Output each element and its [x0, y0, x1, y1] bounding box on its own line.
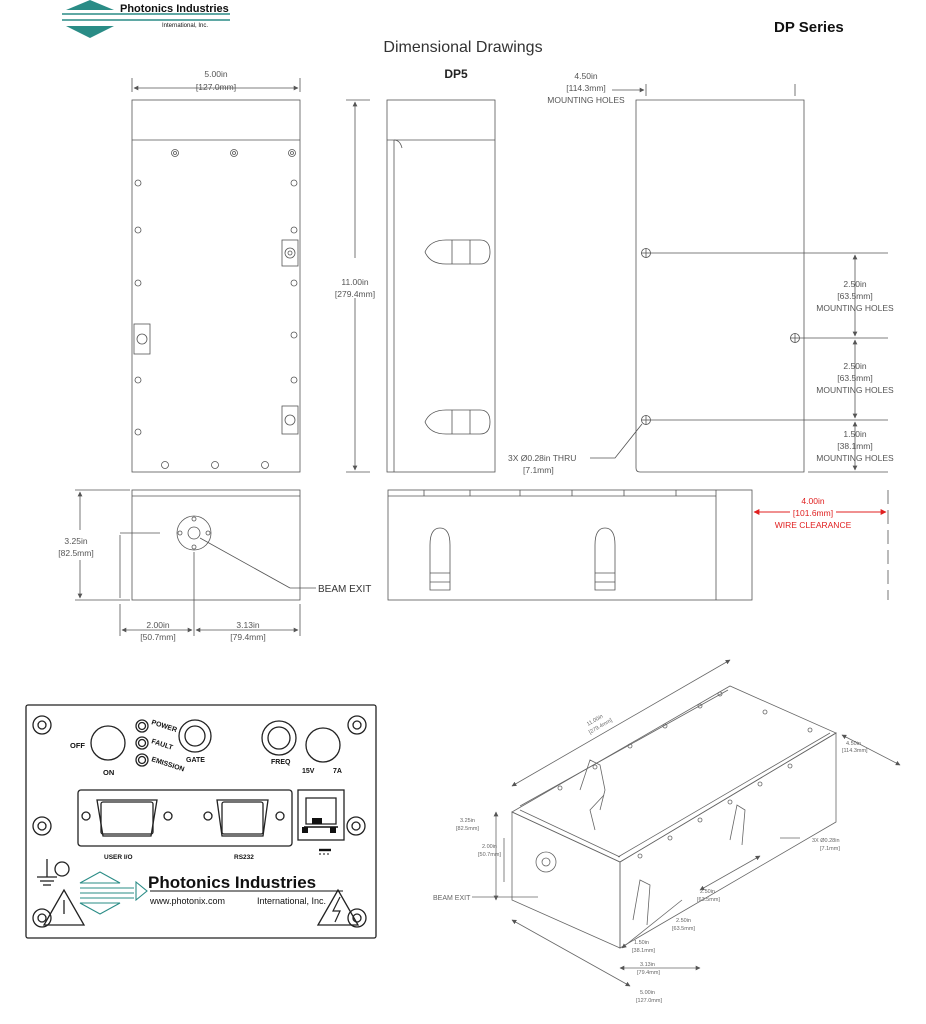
key-switch	[90, 725, 126, 761]
bottom-side-view	[387, 489, 753, 601]
panel-intl: International, Inc.	[257, 896, 326, 906]
iso-d2-mm: [63.5mm]	[672, 926, 695, 932]
wire-label: WIRE CLEARANCE	[775, 520, 852, 530]
panel-brand: Photonics Industries	[148, 873, 316, 892]
mount-width-in: 4.50in	[574, 71, 597, 81]
iso-d4-mm: [79.4mm]	[637, 970, 660, 976]
iso-d1-in: 2.50in	[700, 889, 715, 895]
iso-d4-in: 3.13in	[640, 962, 655, 968]
iso-hole-mm: [7.1mm]	[820, 846, 840, 852]
model-label: DP5	[444, 67, 468, 81]
iso-d3-mm: [38.1mm]	[632, 948, 655, 954]
logo-bottom-triangle	[66, 26, 114, 38]
front-height-in: 11.00in	[341, 277, 369, 287]
end-x1-in: 2.00in	[146, 620, 169, 630]
mount-d3-mm: [38.1mm]	[837, 441, 872, 451]
isometric-view	[472, 659, 901, 987]
panel-fuse-amp: 7A	[333, 768, 342, 775]
control-panel	[25, 704, 377, 939]
panel-emission-label: EMISSION	[150, 756, 185, 773]
front-height-mm: [279.4mm]	[335, 289, 375, 299]
mount-d2-mm: [63.5mm]	[837, 373, 872, 383]
panel-logo	[79, 871, 343, 915]
panel-power-label: POWER	[150, 719, 177, 734]
logo-top-triangle	[66, 0, 114, 10]
iso-beam-exit-port	[535, 851, 557, 873]
page-title: Dimensional Drawings	[383, 39, 543, 56]
end-height-mm: [82.5mm]	[58, 548, 93, 558]
panel-gate-label: GATE	[186, 757, 205, 764]
beam-exit-label: BEAM EXIT	[318, 584, 371, 595]
panel-rs232-label: RS232	[234, 854, 254, 861]
iso-d2-in: 2.50in	[676, 918, 691, 924]
mounting-holes	[641, 248, 800, 425]
front-view	[131, 99, 301, 473]
iso-d3-in: 1.50in	[634, 940, 649, 946]
end-x2-in: 3.13in	[236, 620, 259, 630]
logo-name: Photonics Industries	[120, 3, 229, 15]
iso-x1-in: 2.00in	[482, 844, 497, 850]
iso-height-in: 3.25in	[460, 818, 475, 824]
panel-freq-label: FREQ	[271, 759, 291, 766]
wire-in: 4.00in	[801, 496, 824, 506]
iso-beam-exit-label: BEAM EXIT	[433, 895, 471, 902]
company-logo: Photonics Industries International, Inc.	[62, 0, 230, 38]
iso-d5-in: 5.00in	[640, 990, 655, 996]
mount-d1-in: 2.50in	[843, 279, 866, 289]
mount-d1-label: MOUNTING HOLES	[816, 303, 894, 313]
iso-height-mm: [82.5mm]	[456, 826, 479, 832]
panel-user-io-label: USER I/O	[104, 854, 133, 861]
iso-d1-mm: [63.5mm]	[697, 897, 720, 903]
mount-d3-label: MOUNTING HOLES	[816, 453, 894, 463]
series-title: DP Series	[774, 19, 844, 36]
front-width-mm: [127.0mm]	[196, 82, 236, 92]
front-screws	[134, 149, 298, 469]
panel-off-label: OFF	[70, 741, 85, 750]
wire-mm: [101.6mm]	[793, 508, 833, 518]
side-view	[386, 99, 496, 473]
panel-on-label: ON	[103, 768, 114, 777]
mount-d2-label: MOUNTING HOLES	[816, 385, 894, 395]
iso-d5-mm: [127.0mm]	[636, 998, 662, 1004]
front-width-in: 5.00in	[204, 69, 227, 79]
panel-fault-label: FAULT	[150, 738, 174, 752]
end-x1-mm: [50.7mm]	[140, 632, 175, 642]
end-x2-mm: [79.4mm]	[230, 632, 265, 642]
iso-hole-in: 3X Ø0.28in	[812, 838, 840, 844]
panel-fuse-label: 15V	[302, 768, 315, 775]
logo-sub: International, Inc.	[162, 23, 208, 29]
panel-url: www.photonix.com	[149, 896, 225, 906]
beam-end-view	[131, 489, 301, 601]
mount-d1-mm: [63.5mm]	[837, 291, 872, 301]
iso-width-in: 4.50in	[846, 741, 861, 747]
end-height-in: 3.25in	[64, 536, 87, 546]
beam-exit-port	[176, 515, 212, 551]
hole-note: 3X Ø0.28in THRU	[508, 453, 576, 463]
mount-width-label: MOUNTING HOLES	[547, 95, 625, 105]
mount-d2-in: 2.50in	[843, 361, 866, 371]
hole-note-mm: [7.1mm]	[523, 465, 554, 475]
mount-width-mm: [114.3mm]	[566, 83, 606, 93]
iso-x1-mm: [50.7mm]	[478, 852, 501, 858]
iso-width-mm: [114.3mm]	[842, 748, 868, 754]
mounting-view	[635, 99, 805, 473]
mount-d3-in: 1.50in	[843, 429, 866, 439]
